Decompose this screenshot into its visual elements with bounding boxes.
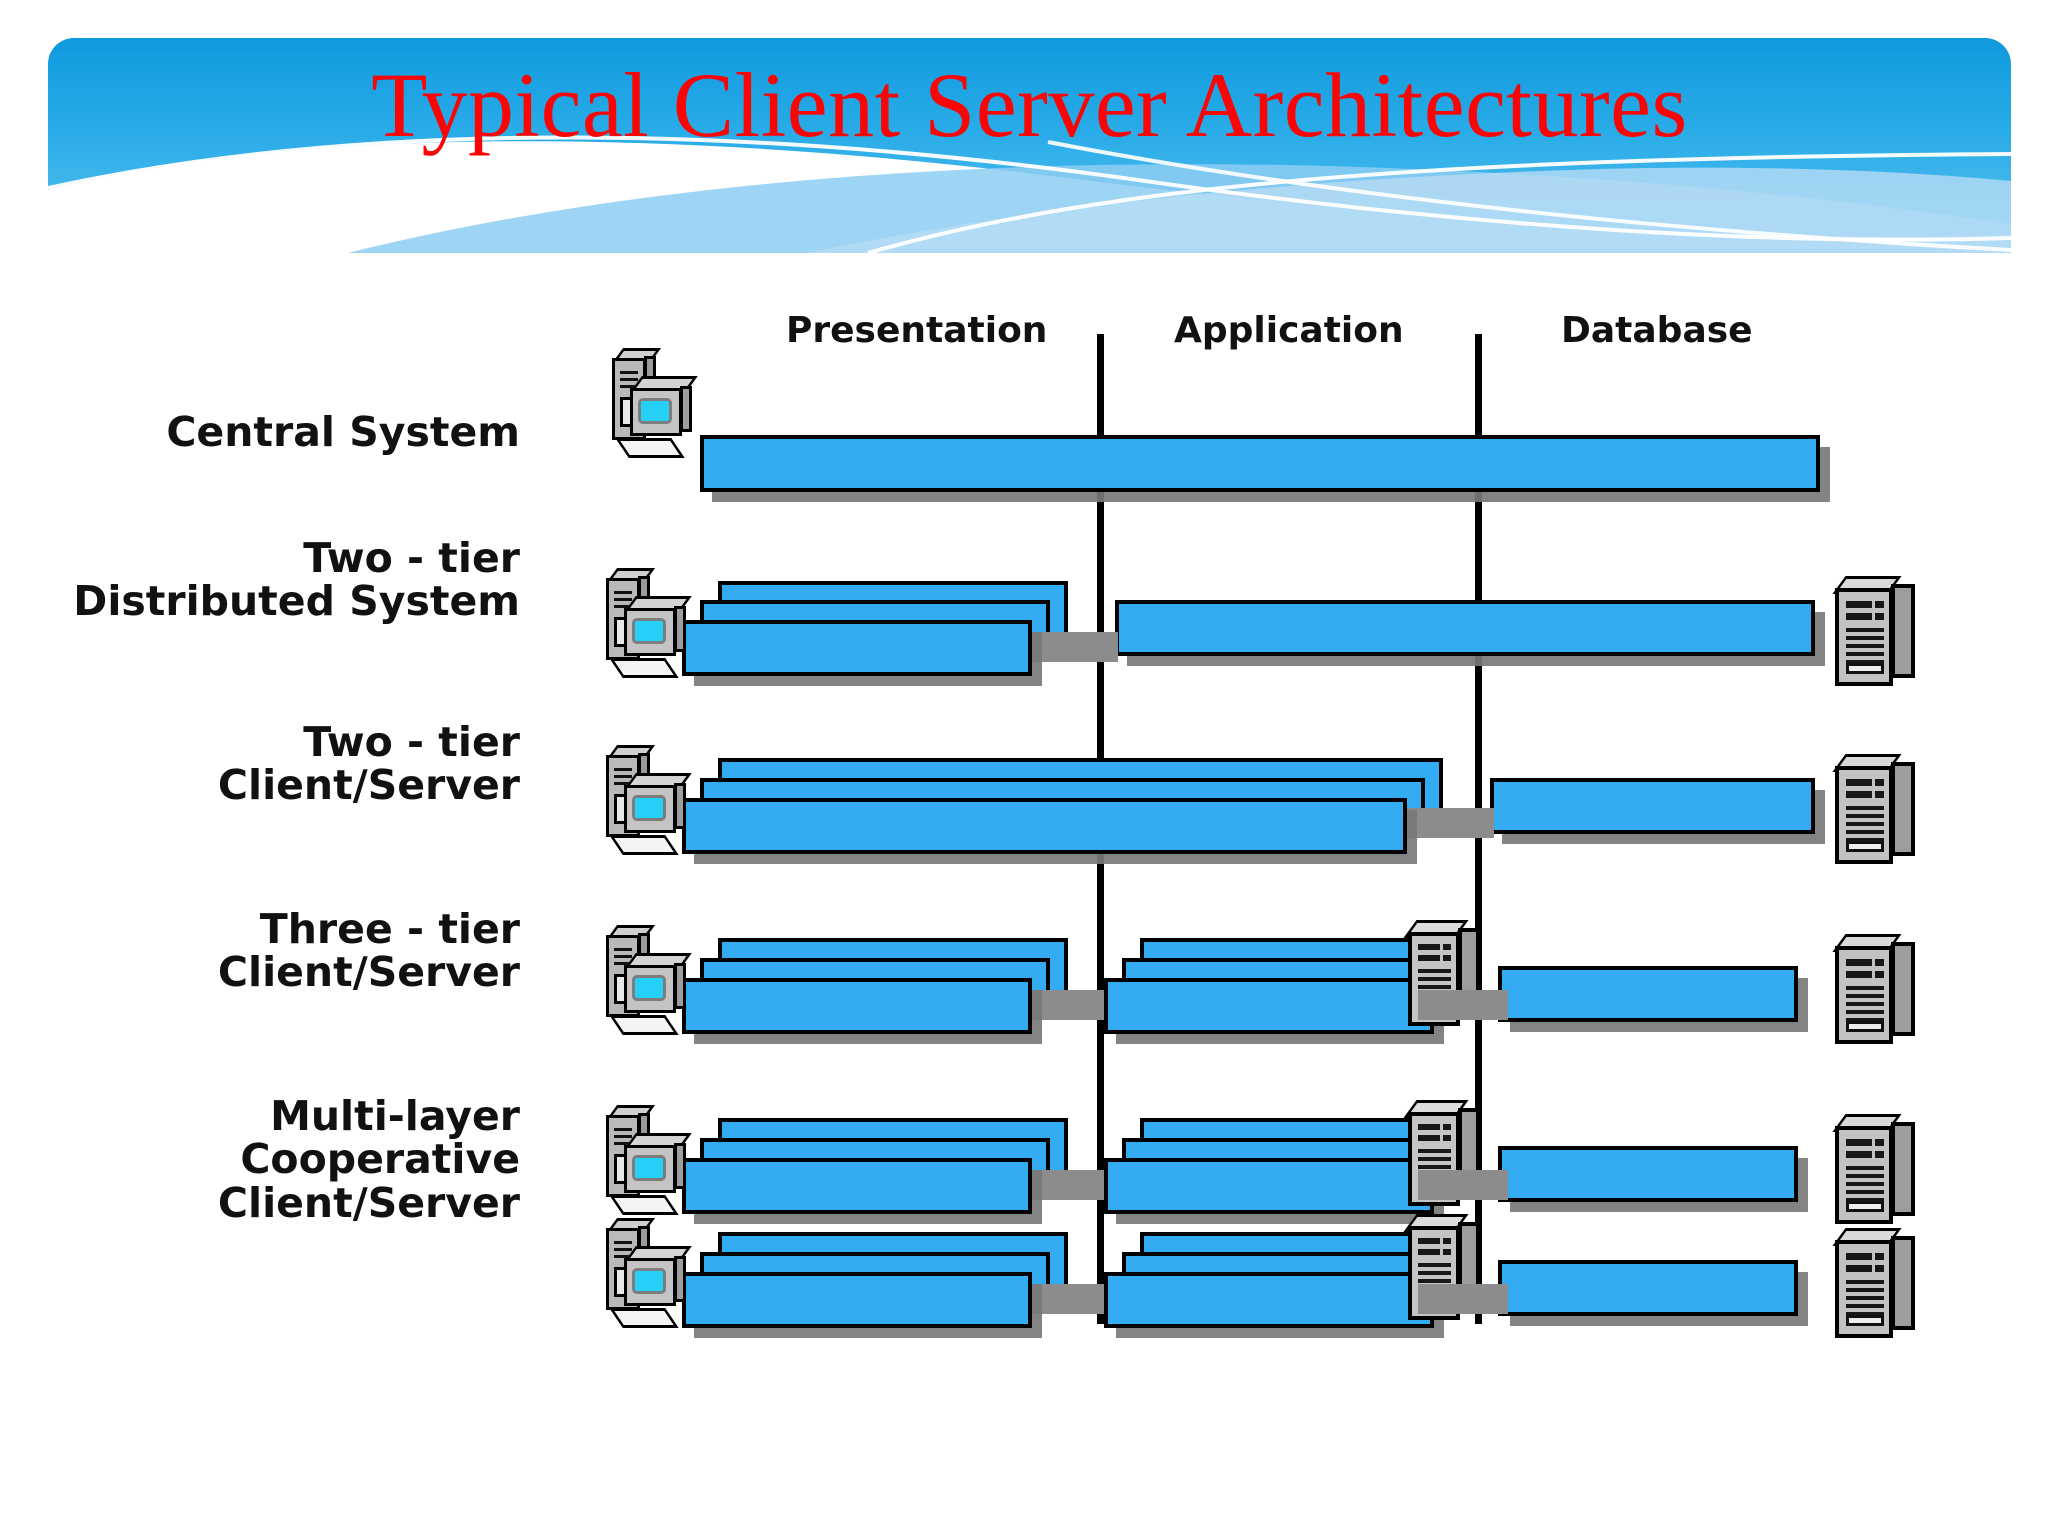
row-label-two-tier-distributed: Two - tier Distributed System xyxy=(0,534,520,626)
database-layer-bar xyxy=(1490,778,1815,834)
client-computer-icon xyxy=(602,1218,700,1338)
connector-presentation-application xyxy=(1028,632,1118,662)
presentation-layer-bar-front xyxy=(682,1158,1032,1214)
row-label-line: Central System xyxy=(166,408,520,456)
row-label-line: Two - tier xyxy=(303,718,520,766)
row-label-line: Client/Server xyxy=(217,761,520,810)
row-label-two-tier-client-server: Two - tier Client/Server xyxy=(0,718,520,810)
row-label-line: Three - tier xyxy=(259,905,520,953)
row-label-line: Cooperative xyxy=(240,1135,520,1184)
database-layer-bar xyxy=(1498,1146,1798,1202)
row-label-three-tier-client-server: Three - tier Client/Server xyxy=(0,905,520,997)
connector-application-database xyxy=(1418,1170,1508,1200)
row-label-line: Multi-layer xyxy=(270,1092,520,1140)
connector-application-database xyxy=(1418,1284,1508,1314)
page-title: Typical Client Server Architectures xyxy=(371,54,1688,156)
central-system-bar xyxy=(700,435,1820,492)
column-header-database: Database xyxy=(1561,310,1753,351)
connector-presentation-application xyxy=(1028,1284,1118,1314)
monitor-screen xyxy=(638,398,672,424)
keyboard xyxy=(615,438,685,458)
presentation-application-bar-front xyxy=(682,798,1407,854)
presentation-layer-bar-front xyxy=(682,620,1032,676)
client-computer-icon xyxy=(602,1105,700,1225)
application-layer-bar xyxy=(1115,600,1815,656)
connector-presentation-application xyxy=(1028,1170,1118,1200)
presentation-layer-bar-front xyxy=(682,1272,1032,1328)
connector-presentation-application xyxy=(1028,990,1118,1020)
row-label-line: Client/Server xyxy=(217,948,520,997)
row-label-line: Two - tier xyxy=(303,534,520,582)
column-header-application: Application xyxy=(1174,310,1404,351)
database-server-icon xyxy=(1832,576,1921,688)
database-layer-bar xyxy=(1498,966,1798,1022)
row-label-line: Distributed System xyxy=(73,577,520,626)
application-layer-bar-front xyxy=(1104,978,1434,1034)
client-computer-icon xyxy=(602,568,700,688)
database-server-icon xyxy=(1832,934,1921,1046)
slide-banner xyxy=(48,38,2011,253)
database-server-icon xyxy=(1832,754,1921,866)
row-label-central-system: Central System xyxy=(0,408,520,456)
connector-application-database xyxy=(1418,990,1508,1020)
connector-application-database xyxy=(1404,808,1494,838)
database-server-icon xyxy=(1832,1114,1921,1226)
presentation-layer-bar-front xyxy=(682,978,1032,1034)
row-label-line: Client/Server xyxy=(217,1178,520,1227)
banner-wave-graphic xyxy=(48,135,2011,253)
client-computer-icon xyxy=(608,348,706,468)
application-layer-bar-front xyxy=(1104,1272,1434,1328)
column-header-presentation: Presentation xyxy=(786,310,1048,351)
row-label-multi-layer-cooperative: Multi-layer Cooperative Client/Server xyxy=(0,1092,520,1227)
database-server-icon xyxy=(1832,1228,1921,1340)
client-computer-icon xyxy=(602,925,700,1045)
application-layer-bar-front xyxy=(1104,1158,1434,1214)
database-layer-bar xyxy=(1498,1260,1798,1316)
client-computer-icon xyxy=(602,745,700,865)
